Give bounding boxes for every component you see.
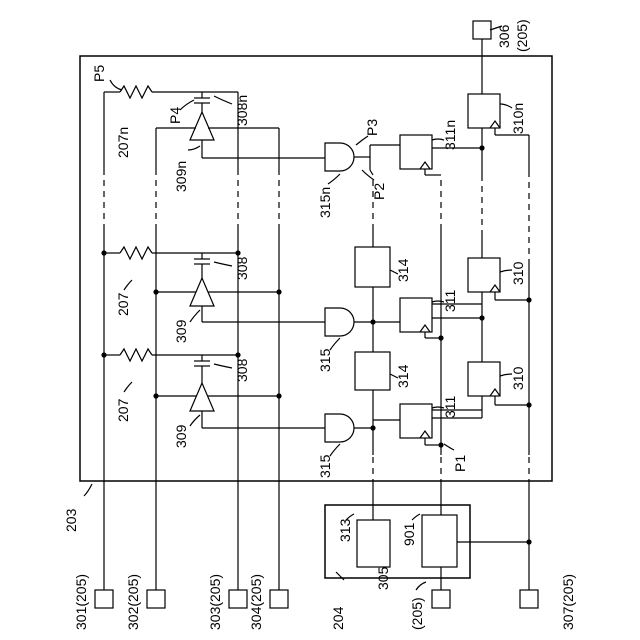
and-gate-315-1 — [325, 414, 354, 442]
label-303: 303(205) — [207, 574, 223, 630]
label-p5: P5 — [91, 65, 107, 82]
stage-n — [104, 86, 529, 175]
label-315n: 315n — [317, 187, 333, 218]
and-gate-315n — [325, 143, 354, 171]
label-304: 304(205) — [248, 574, 264, 630]
label-p4: P4 — [167, 107, 183, 124]
delay-314-2 — [355, 247, 390, 287]
label-310n: 310n — [510, 103, 526, 134]
terminal-306 — [473, 21, 491, 39]
amp-309-1 — [190, 383, 214, 411]
amp-309n — [190, 112, 214, 140]
label-315-1: 315 — [317, 454, 333, 478]
flipflop-310n — [468, 94, 500, 128]
label-313: 313 — [337, 518, 353, 542]
label-305: 305 — [375, 566, 391, 590]
label-308n: 308n — [234, 95, 250, 126]
flipflop-311-2 — [400, 298, 432, 332]
resistor-207-1 — [120, 349, 152, 361]
delay-314-1 — [355, 352, 390, 390]
label-308-2: 308 — [234, 256, 250, 280]
terminal-301 — [95, 590, 113, 608]
label-306-205: (205) — [514, 19, 530, 52]
terminal-304 — [270, 590, 288, 608]
label-309n: 309n — [173, 161, 189, 192]
label-309-2: 309 — [173, 319, 189, 343]
label-207n: 207n — [115, 127, 131, 158]
stage-2 — [104, 247, 529, 338]
label-305-205: (205) — [409, 597, 425, 630]
block-901 — [422, 515, 457, 567]
block-313 — [357, 520, 390, 567]
label-306: 306 — [496, 24, 512, 48]
terminal-302 — [147, 590, 165, 608]
label-p1: P1 — [452, 455, 468, 472]
resistor-207n — [120, 86, 152, 98]
label-310-2: 310 — [510, 261, 526, 285]
label-311n: 311n — [442, 120, 458, 150]
label-p3: P3 — [364, 119, 380, 136]
flipflop-311-1 — [400, 404, 432, 438]
flipflop-311n — [400, 135, 432, 169]
terminal-305 — [432, 590, 450, 608]
leader-203 — [84, 484, 92, 496]
label-311-2: 311 — [442, 289, 458, 312]
label-302: 302(205) — [125, 574, 141, 630]
label-315-2: 315 — [317, 348, 333, 372]
label-p2: P2 — [371, 183, 387, 200]
terminal-303 — [229, 590, 247, 608]
label-314-2: 314 — [395, 258, 411, 282]
label-314-1: 314 — [395, 364, 411, 388]
label-207-2: 207 — [115, 292, 131, 316]
label-307: 307(205) — [560, 574, 576, 630]
and-gate-315-2 — [325, 308, 354, 336]
label-204: 204 — [330, 606, 346, 630]
label-301: 301(205) — [73, 574, 89, 630]
terminal-307 — [520, 590, 538, 608]
label-311-1: 311 — [442, 395, 458, 418]
resistor-207-2 — [120, 247, 152, 259]
label-901: 901 — [401, 522, 417, 546]
flipflop-310-1 — [468, 362, 500, 396]
label-309-1: 309 — [173, 424, 189, 448]
label-308-1: 308 — [234, 358, 250, 382]
label-310-1: 310 — [510, 366, 526, 390]
flipflop-310-2 — [468, 258, 500, 292]
label-203: 203 — [63, 508, 79, 532]
label-207-1: 207 — [115, 398, 131, 422]
